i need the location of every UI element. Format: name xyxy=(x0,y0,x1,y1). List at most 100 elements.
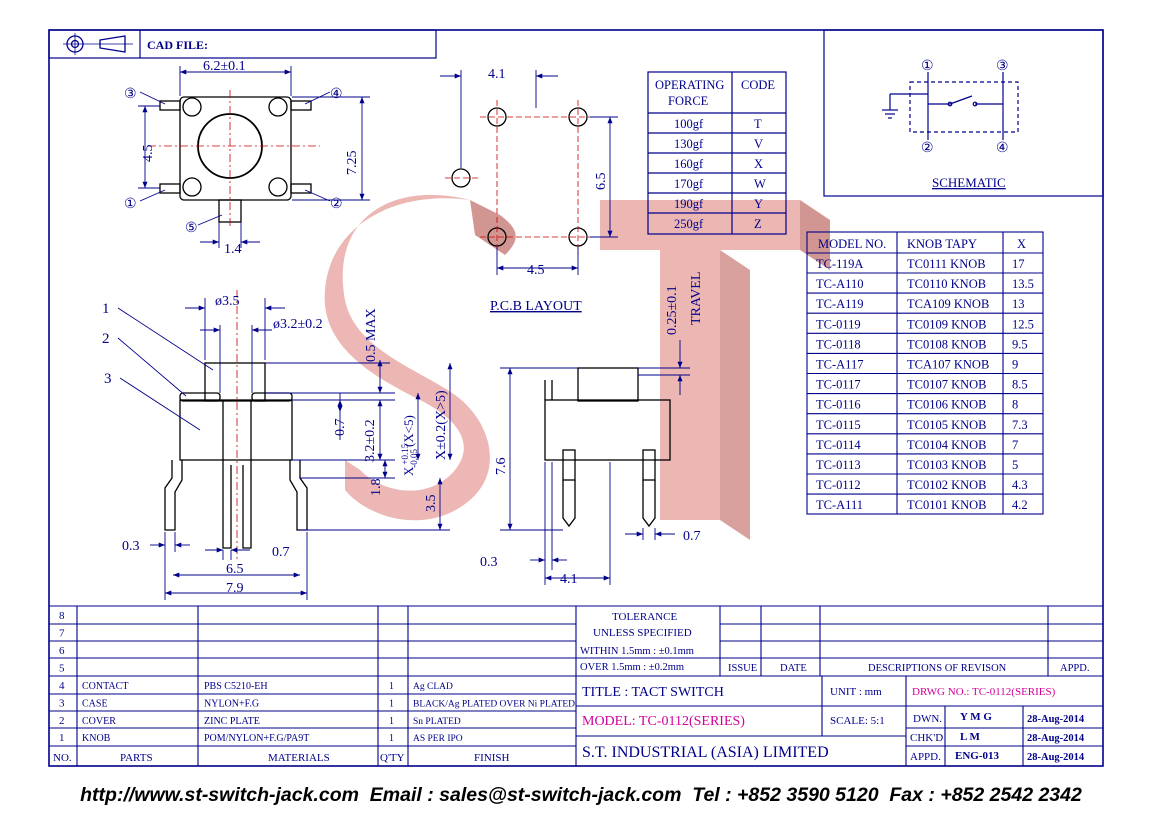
x-value: 8.5 xyxy=(1012,378,1028,392)
side-dim-32: 3.2±0.2 xyxy=(363,419,378,462)
model-number: TC-A117 xyxy=(816,358,863,372)
parts-header-qty: Q'TY xyxy=(380,752,405,764)
parts-row-number: 2 xyxy=(59,715,65,727)
switch-schematic-symbol xyxy=(882,72,1019,140)
model-number: TC-A110 xyxy=(816,277,863,291)
model-number: TC-A111 xyxy=(816,498,863,512)
part-qty: 1 xyxy=(389,698,394,709)
side-dim-18: 1.8 xyxy=(369,479,384,497)
x-value: 8 xyxy=(1012,398,1018,412)
side-dim-x-small: X+0.15-0.05(X<5) xyxy=(400,415,419,476)
part-name: COVER xyxy=(82,716,116,727)
x-value: 13 xyxy=(1012,297,1025,311)
parts-header-materials: MATERIALS xyxy=(268,752,330,764)
model-number: TC-119A xyxy=(816,257,863,271)
model-number: TC-0115 xyxy=(816,418,861,432)
unit-label: UNIT : mm xyxy=(830,686,882,698)
top-dim-height: 7.25 xyxy=(345,151,360,176)
schematic-box xyxy=(823,29,1104,197)
knob-type: TCA107 KNOB xyxy=(907,358,989,372)
side-view-dimensions xyxy=(117,298,453,600)
force-header-2: FORCE xyxy=(668,94,709,108)
model-number: TC-A119 xyxy=(816,297,863,311)
force-value: 160gf xyxy=(674,157,704,171)
part-material: NYLON+F.G xyxy=(204,698,259,709)
projection-symbol-icon xyxy=(63,33,133,55)
x-value: 13.5 xyxy=(1012,277,1034,291)
knob-type: TC0108 KNOB xyxy=(907,337,987,351)
parts-row-number: 1 xyxy=(59,732,65,744)
force-header-1: OPERATING xyxy=(655,78,724,92)
pcb-layout xyxy=(451,107,588,247)
revision-descriptions: DESCRIPTIONS OF REVISON xyxy=(868,663,1007,674)
tolerance-over: OVER 1.5mm : ±0.2mm xyxy=(580,662,684,673)
side-dim-03: 0.3 xyxy=(122,539,140,554)
part-material: POM/NYLON+F.G/PA9T xyxy=(204,733,309,744)
x-value: 12.5 xyxy=(1012,317,1034,331)
pcb-dim-top: 4.1 xyxy=(488,67,506,82)
force-value: 130gf xyxy=(674,137,704,151)
top-pin-1: ① xyxy=(124,197,137,212)
model-number: TC-0116 xyxy=(816,398,861,412)
model-header-x: X xyxy=(1017,237,1026,251)
model-header-model: MODEL NO. xyxy=(818,237,886,251)
schematic-pin-1: ① xyxy=(921,59,934,74)
drawing-number: DRWG NO.: TC-0112(SERIES) xyxy=(912,686,1056,698)
side-dim-x-large: X±0.2(X>5) xyxy=(434,390,449,460)
part-name: CONTACT xyxy=(82,681,128,692)
parts-header-no: NO. xyxy=(53,752,72,764)
top-pin-5: ⑤ xyxy=(185,221,198,236)
operating-force-table xyxy=(647,71,787,235)
code-header: CODE xyxy=(741,78,775,92)
knob-type: TC0103 KNOB xyxy=(907,458,987,472)
top-pin-3: ③ xyxy=(124,87,137,102)
st-watermark xyxy=(324,194,830,540)
part-qty: 1 xyxy=(389,733,394,744)
part-material: ZINC PLATE xyxy=(204,716,260,727)
contact-footer: http://www.st-switch-jack.com Email : sa… xyxy=(80,783,1082,806)
schematic-pin-4: ④ xyxy=(996,141,1009,156)
appd-value: ENG-013 xyxy=(955,750,1000,762)
part-finish: BLACK/Ag PLATED OVER Ni PLATED xyxy=(413,699,575,709)
parts-row-number: 4 xyxy=(59,680,65,692)
side-dim-knob-dia: ø3.5 xyxy=(215,294,240,309)
right-dim-travel: 0.25±0.1 xyxy=(665,285,680,335)
cad-file-label: CAD FILE: xyxy=(147,38,208,52)
knob-type: TC0106 KNOB xyxy=(907,398,987,412)
model-number: TC-0114 xyxy=(816,438,861,452)
chkd-date: 28-Aug-2014 xyxy=(1027,733,1085,744)
force-code: T xyxy=(754,117,762,131)
x-value: 7.3 xyxy=(1012,418,1028,432)
x-value: 4.3 xyxy=(1012,478,1028,492)
pcb-dim-bottom: 4.5 xyxy=(527,263,545,278)
knob-type: TCA109 KNOB xyxy=(907,297,989,311)
side-part-1: 1 xyxy=(102,301,110,317)
side-part-2: 2 xyxy=(102,331,110,347)
revision-appd: APPD. xyxy=(1060,663,1089,674)
right-dim-76: 7.6 xyxy=(494,458,509,476)
parts-header-parts: PARTS xyxy=(120,752,153,764)
knob-type: TC0105 KNOB xyxy=(907,418,987,432)
side-dim-max: 0.5 MAX xyxy=(364,308,379,362)
tolerance-title: TOLERANCE xyxy=(612,611,677,623)
part-finish: Sn PLATED xyxy=(413,717,461,727)
right-dim-41: 4.1 xyxy=(560,572,578,587)
right-view-dimensions xyxy=(500,340,690,585)
parts-row-number: 3 xyxy=(59,697,65,709)
knob-type: TC0110 KNOB xyxy=(907,277,986,291)
top-dim-pitch: 4.5 xyxy=(141,145,156,163)
model-number: TC-0113 xyxy=(816,458,861,472)
top-dim-tab: 1.4 xyxy=(224,242,242,257)
revision-issue: ISSUE xyxy=(728,663,757,674)
chkd-value: L M xyxy=(960,731,980,743)
scale-label: SCALE: 5:1 xyxy=(830,715,885,727)
right-view-switch xyxy=(544,367,671,528)
force-code: Y xyxy=(754,197,763,211)
side-dim-79: 7.9 xyxy=(226,581,244,596)
right-dim-03: 0.3 xyxy=(480,555,498,570)
parts-row-number: 8 xyxy=(59,610,65,622)
x-value: 5 xyxy=(1012,458,1018,472)
force-code: X xyxy=(754,157,763,171)
part-name: KNOB xyxy=(82,733,111,744)
schematic-pin-2: ② xyxy=(921,141,934,156)
